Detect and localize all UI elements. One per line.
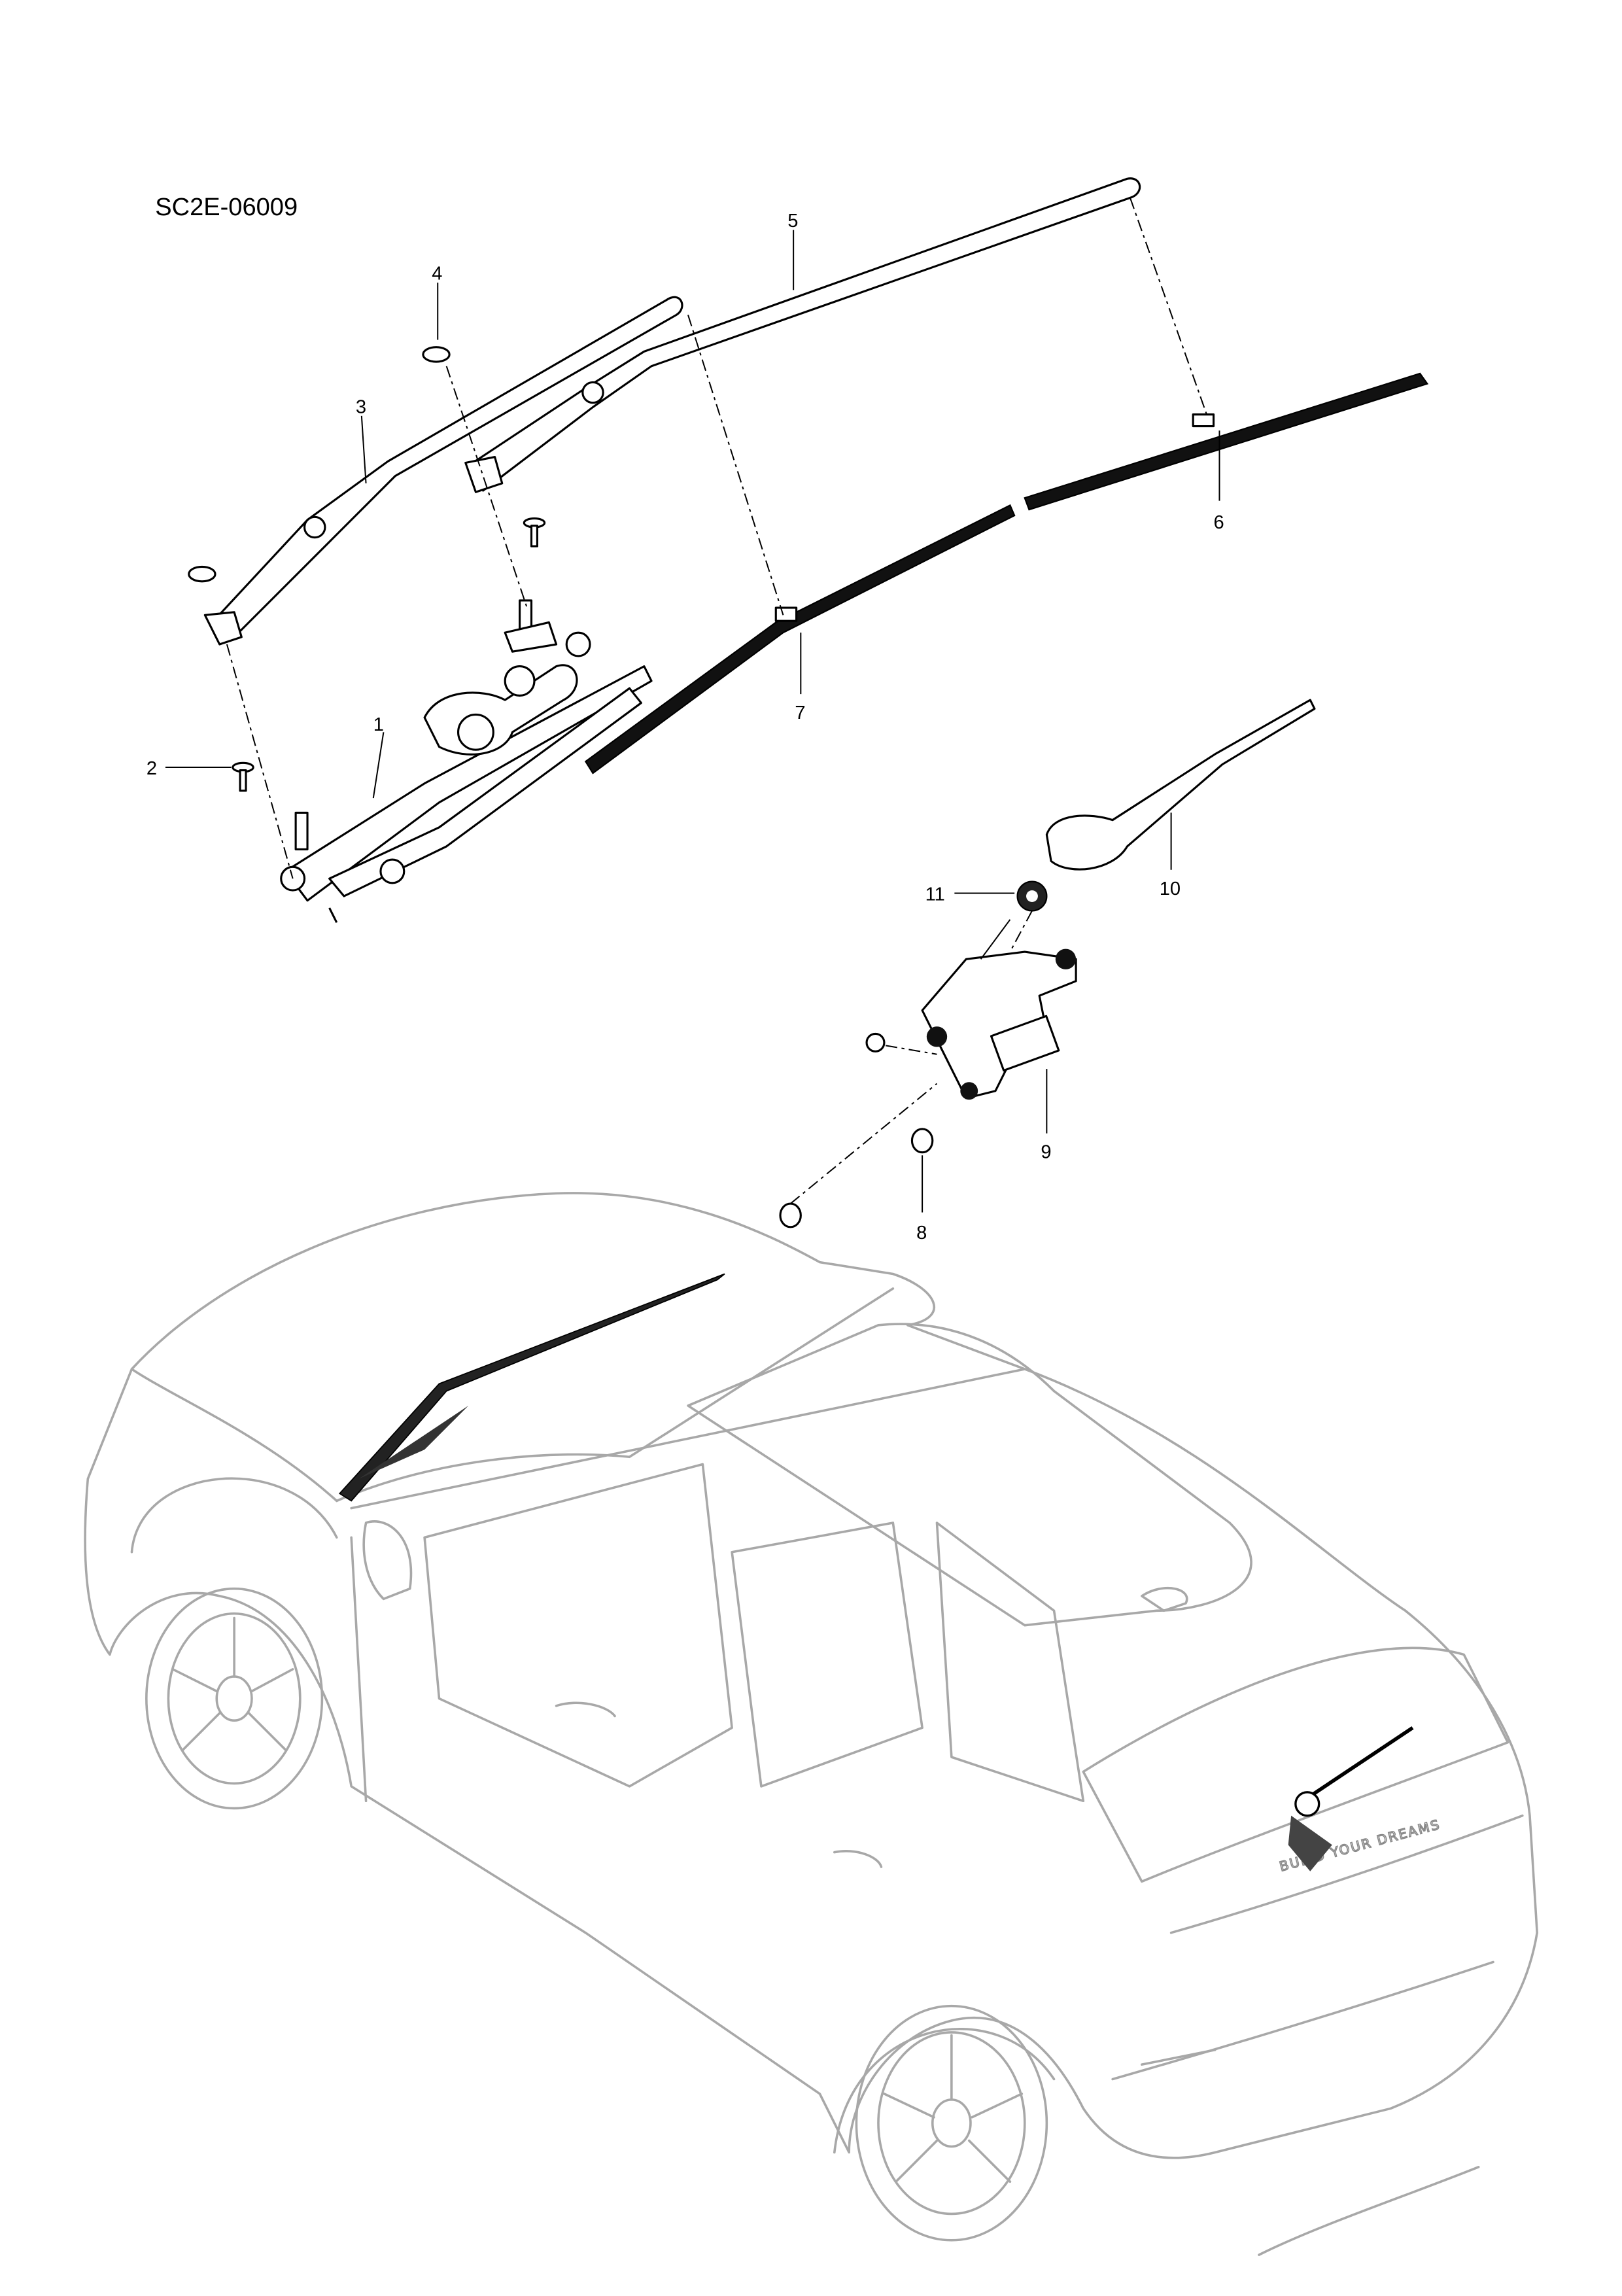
callout-5: 5 xyxy=(787,211,798,232)
callout-11: 11 xyxy=(925,884,945,905)
callout-10: 10 xyxy=(1160,878,1181,899)
part-9-rear-wiper-motor xyxy=(921,919,1077,1100)
callout-7: 7 xyxy=(795,703,805,723)
leader-lines xyxy=(165,230,1220,1213)
part-1-wiper-linkage-motor xyxy=(280,599,653,924)
part-10-rear-wiper-arm xyxy=(1045,699,1316,871)
part-7-wiper-blade-driver xyxy=(584,504,1016,774)
part-5-wiper-arm-passenger xyxy=(464,177,1141,493)
part-8-grommet xyxy=(779,1032,934,1228)
part-3-wiper-arm-driver xyxy=(188,296,683,646)
callout-3: 3 xyxy=(356,396,366,417)
part-11-seal xyxy=(1016,880,1048,912)
diagram-code: SC2E-06009 xyxy=(155,194,298,221)
callout-8: 8 xyxy=(916,1223,927,1244)
callouts: 1 2 3 4 5 6 7 8 9 10 11 xyxy=(147,211,1224,1244)
assembly-lines xyxy=(226,198,1209,1204)
callout-2: 2 xyxy=(147,758,157,779)
callout-9: 9 xyxy=(1041,1142,1051,1163)
vehicle-outline: BUILD YOUR DREAMS xyxy=(84,1192,1538,2256)
callout-1: 1 xyxy=(373,714,384,735)
part-2-bolt xyxy=(232,517,546,792)
part-4-cap xyxy=(422,346,451,363)
part-6-wiper-blade-passenger xyxy=(1024,372,1429,511)
callout-6: 6 xyxy=(1214,512,1224,533)
callout-4: 4 xyxy=(432,264,442,285)
